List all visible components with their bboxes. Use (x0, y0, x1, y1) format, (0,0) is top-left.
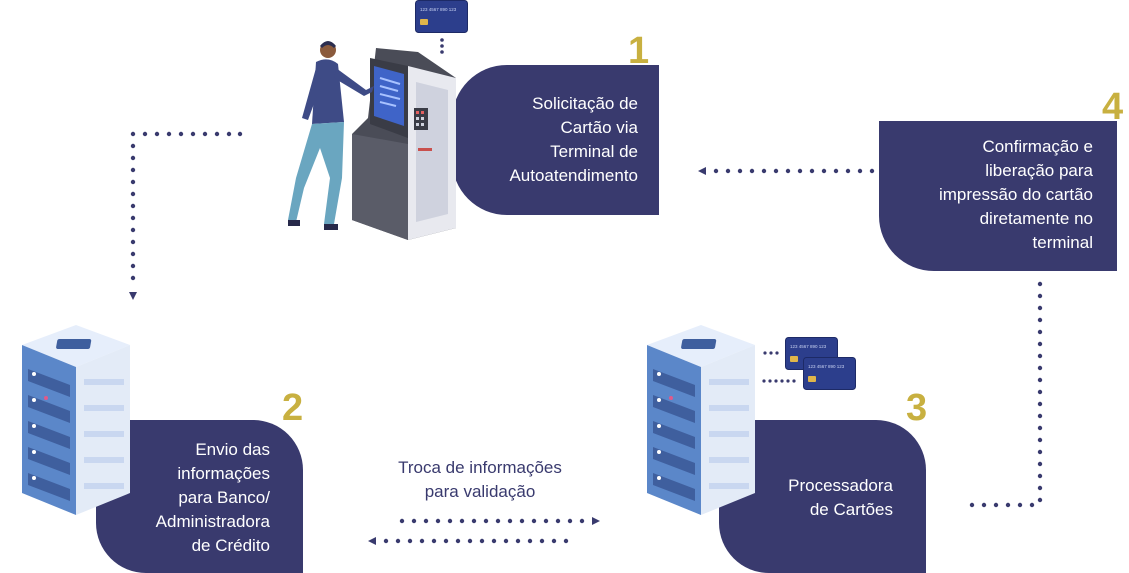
step-1-line: Solicitação de (532, 94, 638, 113)
step-1-box (452, 65, 659, 215)
card-number-text: 123 4567 890 123 (808, 364, 845, 369)
server-icon (20, 325, 132, 515)
exchange-caption-line: Troca de informações (398, 458, 562, 477)
connector-1-to-2 (129, 131, 243, 300)
step-4-text: Confirmação e liberação para impressão d… (886, 135, 1093, 255)
step-3-line: Processadora (788, 476, 893, 495)
step-4-line: impressão do cartão (938, 185, 1093, 204)
step-3-line: de Cartões (809, 500, 893, 519)
step-1-line: Terminal de (550, 142, 638, 161)
exchange-caption: Troca de informações para validação (370, 456, 590, 504)
step-4-number: 4 (1102, 86, 1124, 128)
connector-3-to-4 (969, 281, 1043, 508)
step-2-line: informações (177, 464, 270, 483)
step-3-text: Processadora de Cartões (730, 474, 893, 522)
step-2-line: de Crédito (191, 536, 270, 555)
step-1-text: Solicitação de Cartão via Terminal de Au… (462, 92, 638, 188)
step-4-line: Confirmação e (982, 137, 1093, 156)
step-1-line: Autoatendimento (509, 166, 638, 185)
step-4-line: liberação para (985, 161, 1093, 180)
step-2-line: Administradora (155, 512, 270, 531)
server-icon (645, 325, 757, 515)
connector-4-to-1 (698, 167, 875, 175)
person-icon (288, 41, 374, 230)
credit-card-icon: 123 4567 890 123 (415, 0, 468, 33)
step-1-line: Cartão via (560, 118, 638, 137)
connector-3-to-2 (368, 537, 569, 545)
step-4-line: diretamente no (979, 209, 1093, 228)
step-2-line: Envio das (195, 440, 270, 459)
step-1-number: 1 (628, 30, 650, 72)
step-2-number: 2 (282, 387, 304, 429)
exchange-caption-line: para validação (424, 482, 536, 501)
card-to-kiosk-dots (440, 38, 444, 54)
credit-card-icon: 123 4567 890 123 (803, 357, 857, 391)
cards-to-server-dots (762, 351, 796, 383)
card-number-text: 123 4567 890 123 (790, 344, 827, 349)
step-2-line: para Banco/ (178, 488, 270, 507)
step-2-box (96, 420, 303, 573)
step-4-box (879, 121, 1117, 271)
kiosk-icon (352, 48, 456, 240)
card-number-text: 123 4567 890 123 (420, 7, 457, 12)
kiosk-illustration (288, 38, 460, 242)
connector-2-to-3 (399, 517, 600, 525)
step-2-text: Envio das informações para Banco/ Admini… (100, 438, 270, 558)
step-3-number: 3 (906, 387, 928, 429)
step-4-line: terminal (1032, 233, 1093, 252)
